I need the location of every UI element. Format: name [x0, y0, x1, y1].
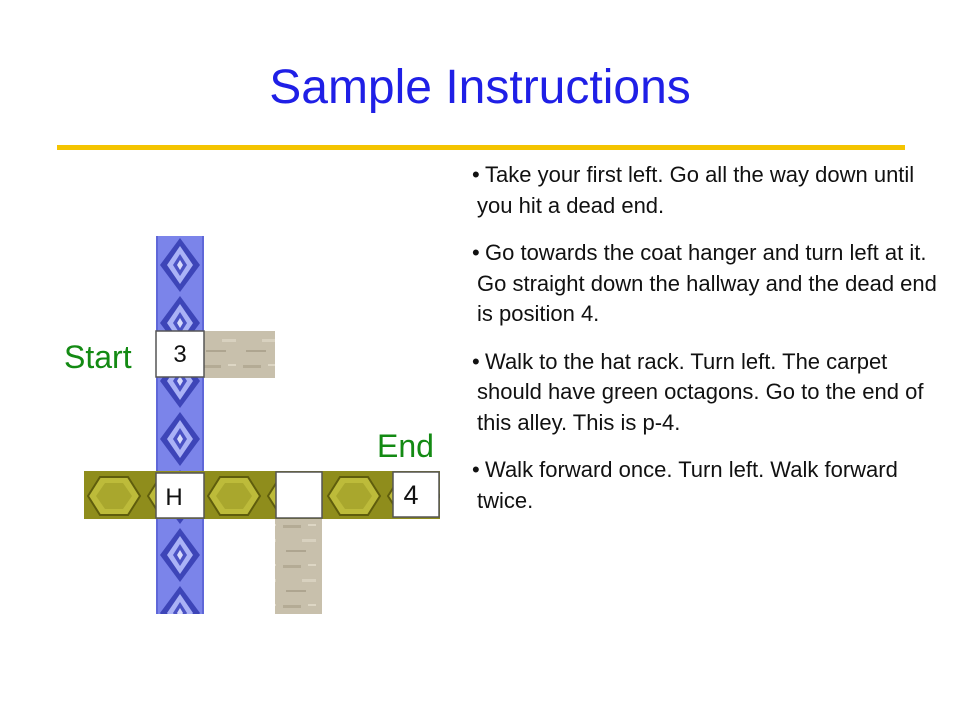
cell-4-label: 4 — [403, 480, 418, 510]
olive-corridor — [84, 471, 440, 519]
instruction-list: Take your first left. Go all the way dow… — [472, 160, 944, 533]
instruction-text: Go towards the coat hanger and turn left… — [477, 240, 937, 326]
cell-3: 3 — [155, 330, 205, 378]
end-label: End — [377, 428, 434, 464]
cell-4: 4 — [392, 471, 440, 518]
cell-h-label: H — [165, 484, 182, 511]
stone-floor-lower — [275, 519, 322, 614]
start-label: Start — [64, 339, 132, 375]
instruction-item: Take your first left. Go all the way dow… — [472, 160, 944, 221]
instruction-text: Walk to the hat rack. Turn left. The car… — [477, 348, 924, 435]
slide-title: Sample Instructions — [269, 61, 691, 114]
instruction-text: Take your first left. Go all the way dow… — [477, 162, 915, 218]
instruction-item: Go towards the coat hanger and turn left… — [472, 238, 944, 330]
instruction-item: Walk to the hat rack. Turn left. The car… — [472, 347, 944, 439]
cell-3-label: 3 — [173, 341, 186, 368]
instruction-text: Walk forward once. Turn left. Walk forwa… — [477, 457, 898, 513]
title-underline — [57, 145, 905, 150]
stone-floor-upper — [204, 331, 275, 378]
cell-h: H — [155, 472, 205, 519]
blue-corridor — [156, 236, 204, 614]
cell-blank — [275, 471, 323, 519]
instruction-item: Walk forward once. Turn left. Walk forwa… — [472, 455, 944, 516]
